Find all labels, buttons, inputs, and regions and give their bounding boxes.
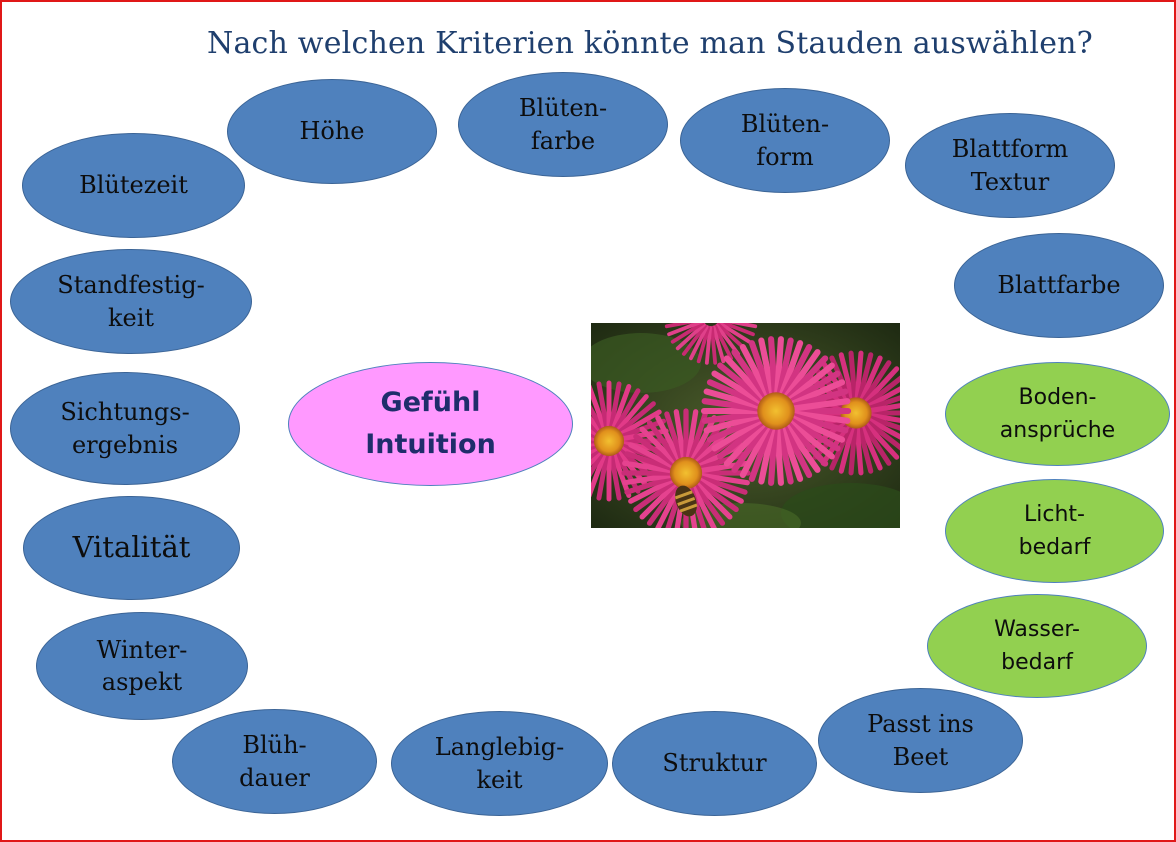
criterion-label: Struktur bbox=[662, 749, 767, 778]
criterion-blattfarbe: Blattfarbe bbox=[954, 233, 1164, 338]
criterion-label: Standfestig- keit bbox=[57, 271, 205, 332]
criterion-bluetenform: Blüten- form bbox=[680, 88, 890, 193]
criterion-standfestigkeit: Standfestig- keit bbox=[10, 249, 252, 354]
center-gefuehl-intuition: Gefühl Intuition bbox=[288, 362, 573, 486]
center-label: Gefühl Intuition bbox=[365, 387, 496, 460]
slide-title: Nach welchen Kriterien könnte man Staude… bbox=[207, 26, 1093, 61]
criterion-label: Höhe bbox=[299, 117, 365, 146]
criterion-label: Blüten- form bbox=[740, 110, 830, 171]
criterion-bodenansprueche: Boden- ansprüche bbox=[945, 362, 1170, 466]
criterion-wasserbedarf: Wasser- bedarf bbox=[927, 594, 1147, 698]
criterion-label: Blütezeit bbox=[79, 171, 188, 200]
criterion-label: Blüten- farbe bbox=[518, 94, 608, 155]
criterion-label: Licht- bedarf bbox=[1018, 502, 1091, 560]
criterion-hoehe: Höhe bbox=[227, 79, 437, 184]
criterion-label: Winter- aspekt bbox=[96, 635, 188, 696]
criterion-label: Boden- ansprüche bbox=[999, 385, 1116, 443]
criterion-bluetenfarbe: Blüten- farbe bbox=[458, 72, 668, 177]
criterion-blattform: Blattform Textur bbox=[905, 113, 1115, 218]
criterion-bluehdauer: Blüh- dauer bbox=[172, 709, 377, 814]
criterion-vitalitaet: Vitalität bbox=[23, 496, 240, 600]
criterion-label: Wasser- bedarf bbox=[994, 617, 1080, 675]
criterion-sichtungsergebnis: Sichtungs- ergebnis bbox=[10, 372, 240, 485]
criterion-passt-ins-beet: Passt ins Beet bbox=[818, 688, 1023, 793]
criterion-label: Sichtungs- ergebnis bbox=[60, 398, 190, 459]
criterion-label: Passt ins Beet bbox=[867, 710, 974, 771]
criterion-winteraspekt: Winter- aspekt bbox=[36, 612, 248, 720]
criterion-label: Langlebig- keit bbox=[434, 733, 565, 794]
criterion-langlebigkeit: Langlebig- keit bbox=[391, 711, 608, 816]
criterion-struktur: Struktur bbox=[612, 711, 817, 816]
criterion-label: Blüh- dauer bbox=[239, 731, 310, 792]
criterion-lichtbedarf: Licht- bedarf bbox=[945, 479, 1164, 583]
criterion-label: Blattfarbe bbox=[997, 271, 1121, 300]
criterion-bluetezeit: Blütezeit bbox=[22, 133, 245, 238]
criterion-label: Blattform Textur bbox=[951, 135, 1069, 196]
criterion-label: Vitalität bbox=[72, 530, 191, 565]
aster-flower-photo bbox=[591, 323, 900, 528]
